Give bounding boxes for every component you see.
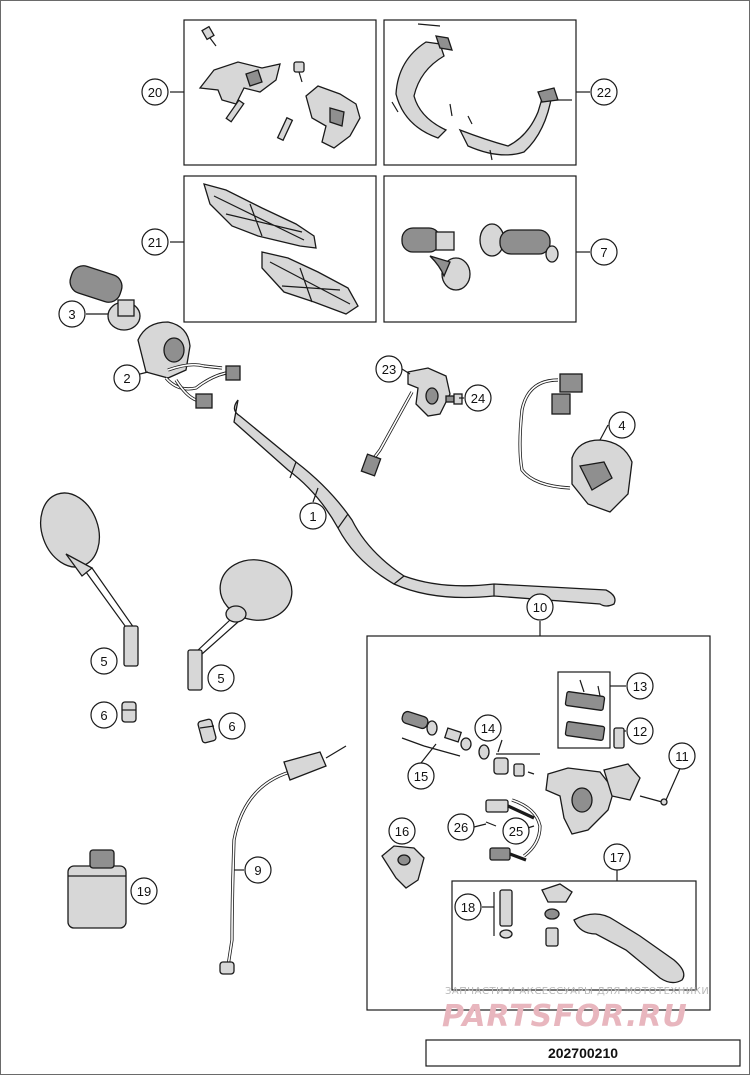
callout-16-label: 16	[395, 824, 409, 839]
part-20-lever-bracket-kit	[198, 25, 361, 149]
callout-3: 3	[58, 300, 86, 328]
callout-2: 2	[113, 364, 141, 392]
callout-25-label: 25	[509, 824, 523, 839]
group-box-17	[451, 880, 697, 991]
callout-18-label: 18	[461, 900, 475, 915]
group-box-7	[383, 175, 577, 323]
part-18-pivot-bolt	[493, 889, 513, 939]
part-16-clamp	[381, 845, 425, 889]
callout-19-label: 19	[137, 884, 151, 899]
callout-5-left: 5	[90, 647, 118, 675]
callout-2-label: 2	[123, 371, 130, 386]
callout-17: 17	[603, 843, 631, 871]
callout-15: 15	[407, 762, 435, 790]
part-13-reservoir-cover	[564, 679, 606, 741]
callout-9: 9	[244, 856, 272, 884]
diagram-id-box	[425, 1039, 741, 1067]
callout-6-right: 6	[218, 712, 246, 740]
callout-5-right-label: 5	[217, 671, 224, 686]
part-6-mirror-adapter-left	[121, 701, 137, 723]
part-10-master-cylinder	[511, 763, 641, 858]
callout-3-label: 3	[68, 307, 75, 322]
callout-5-right: 5	[207, 664, 235, 692]
part-24-screw	[445, 393, 463, 405]
part-11-pin	[639, 795, 668, 806]
part-15-piston-kit	[401, 710, 472, 757]
callout-20: 20	[141, 78, 169, 106]
callout-13-label: 13	[633, 679, 647, 694]
part-4-switch-assembly	[518, 373, 633, 513]
callout-10: 10	[526, 593, 554, 621]
part-25-brake-switch	[485, 799, 535, 862]
callout-20-label: 20	[148, 85, 162, 100]
callout-6-left: 6	[90, 701, 118, 729]
callout-1: 1	[299, 502, 327, 530]
watermark-tagline: ЗАПЧАСТИ И АКСЕССУАРЫ ДЛЯ МОТОТЕХНИКИ	[445, 986, 709, 997]
callout-4: 4	[608, 411, 636, 439]
callout-23: 23	[375, 355, 403, 383]
part-21-handguard-shells	[203, 183, 359, 315]
callout-5-left-label: 5	[100, 654, 107, 669]
callout-26-label: 26	[454, 820, 468, 835]
diagram-id: 202700210	[548, 1045, 618, 1061]
group-box-21	[183, 175, 377, 323]
part-7-grip-set	[401, 223, 559, 291]
callout-12: 12	[626, 717, 654, 745]
callout-23-label: 23	[382, 362, 396, 377]
part-12-sleeve	[613, 727, 625, 749]
part-23-switch-clamp	[360, 367, 451, 477]
callout-14: 14	[474, 714, 502, 742]
callout-17-label: 17	[610, 850, 624, 865]
part-17-brake-lever	[541, 883, 685, 984]
part-26-screw	[485, 821, 497, 827]
callout-9-label: 9	[254, 863, 261, 878]
group-box-10	[366, 635, 711, 1011]
part-6-mirror-adapter-right	[197, 718, 217, 744]
callout-7: 7	[590, 238, 618, 266]
callout-21: 21	[141, 228, 169, 256]
callout-26: 26	[447, 813, 475, 841]
callout-11: 11	[668, 742, 696, 770]
callout-13: 13	[626, 672, 654, 700]
callout-12-label: 12	[633, 724, 647, 739]
callout-18: 18	[454, 893, 482, 921]
callout-15-label: 15	[414, 769, 428, 784]
callout-24-label: 24	[471, 391, 485, 406]
part-9-cable	[219, 745, 347, 975]
group-box-13	[557, 671, 611, 749]
callout-22: 22	[590, 78, 618, 106]
leader-lines	[86, 91, 683, 908]
callout-10-label: 10	[533, 600, 547, 615]
callout-1-label: 1	[309, 509, 316, 524]
part-2-throttle-housing	[137, 321, 241, 409]
callout-7-label: 7	[600, 245, 607, 260]
part-22-handguard-kit	[391, 23, 572, 161]
part-5-mirror-right	[187, 559, 293, 691]
callout-21-label: 21	[148, 235, 162, 250]
callout-4-label: 4	[618, 418, 625, 433]
callout-6-left-label: 6	[100, 708, 107, 723]
callout-16: 16	[388, 817, 416, 845]
part-5-mirror-left	[40, 492, 139, 667]
watermark-logo: PARTSFOR.RU	[442, 999, 688, 1034]
part-1-handlebar	[233, 399, 616, 607]
callout-19: 19	[130, 877, 158, 905]
callout-24: 24	[464, 384, 492, 412]
callout-22-label: 22	[597, 85, 611, 100]
callout-6-right-label: 6	[228, 719, 235, 734]
callout-25: 25	[502, 817, 530, 845]
callout-14-label: 14	[481, 721, 495, 736]
callout-11-label: 11	[675, 749, 689, 764]
part-19-fluid-bottle	[67, 849, 127, 929]
part-14-bushing-set	[478, 744, 540, 777]
part-3-throttle-grip	[69, 265, 141, 331]
